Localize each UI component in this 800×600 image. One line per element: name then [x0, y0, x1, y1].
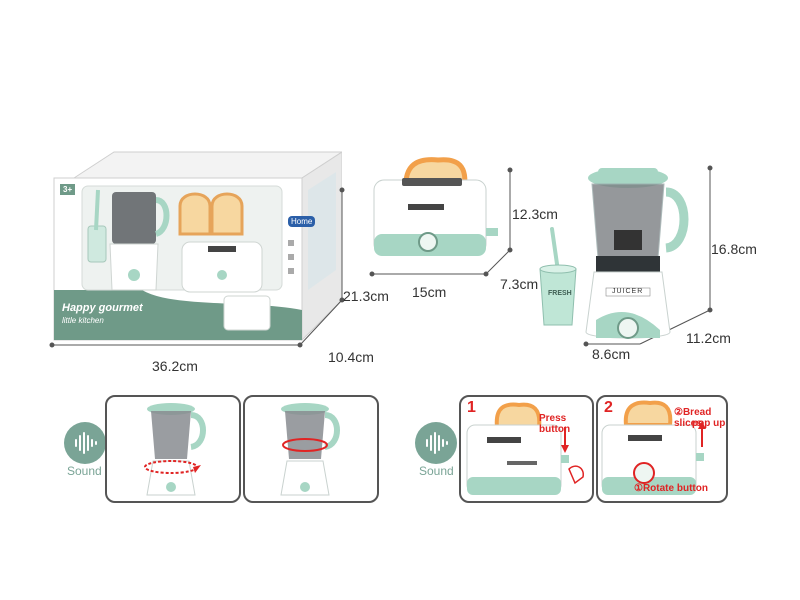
toaster-press-graphic [466, 402, 584, 495]
sound-icon [415, 422, 457, 464]
box-depth-label: 10.4cm [328, 349, 374, 365]
blender-rotate-graphic [144, 403, 206, 496]
toaster-step-1-panel: 1 Press button [459, 395, 594, 503]
age-badge: 3+ [60, 184, 76, 195]
step-2-number: 2 [604, 399, 613, 416]
package-subtitle: little kitchen [62, 316, 104, 325]
toaster-image [373, 157, 498, 256]
step-2-text-b: pop up [692, 418, 726, 429]
toaster-width-label: 15cm [412, 284, 447, 300]
step-1-number: 1 [467, 399, 476, 416]
brand-badge: Home [288, 216, 316, 227]
toaster-step-2-panel: 2 ②Bread slices pop up ①Rotate button [596, 395, 728, 503]
blender-lock-graphic [280, 403, 340, 496]
step-2-text-c: ①Rotate button [634, 483, 708, 494]
blender-panel-2 [243, 395, 379, 503]
blender-height-label: 16.8cm [711, 241, 757, 257]
sound-label-left: Sound [67, 464, 102, 478]
blender-depth-label: 11.2cm [686, 330, 731, 346]
box-width-label: 36.2cm [152, 358, 198, 374]
cup-image [539, 227, 577, 326]
blender-label: JUICER [612, 288, 644, 295]
package-title: Happy gourmet [62, 302, 143, 314]
sound-label-right: Sound [419, 464, 454, 478]
blender-image [585, 168, 689, 339]
toaster-popup-graphic [601, 400, 706, 495]
cup-label: FRESH [548, 290, 572, 297]
step-2-text-a: ②Bread slices [674, 407, 712, 429]
blender-width-label: 8.6cm [592, 346, 631, 362]
sound-icon [64, 422, 106, 464]
box-height-label: 21.3cm [343, 288, 389, 304]
toaster-height-label: 12.3cm [512, 206, 558, 222]
blender-panel-1 [105, 395, 241, 503]
package-box-graphic [53, 151, 344, 342]
package-box: 3+ Home Happy gourmet little kitchen [52, 150, 344, 345]
step-1-text: Press button [539, 413, 571, 435]
toaster-depth-label: 7.3cm [500, 276, 539, 292]
